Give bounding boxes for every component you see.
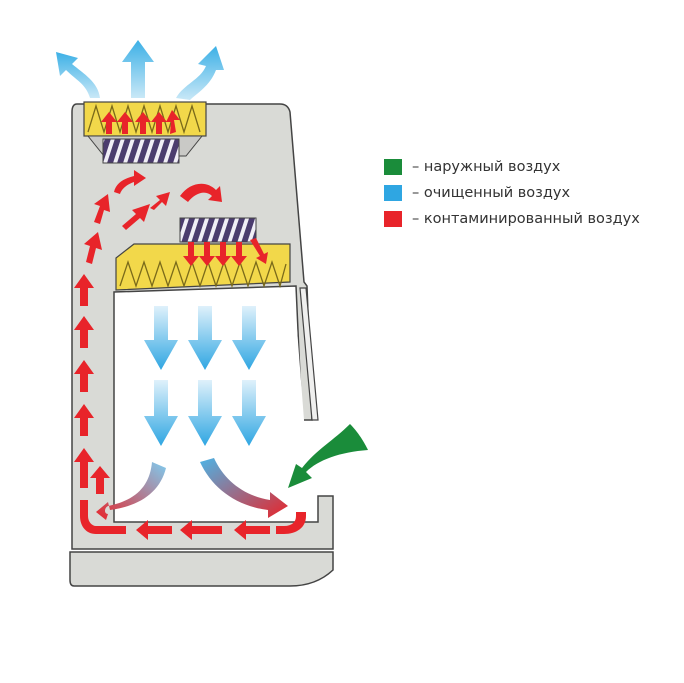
- green-swatch-icon: [384, 158, 402, 175]
- legend-item-contaminated-air: – контаминированный воздух: [384, 208, 640, 229]
- downflow-clean-air-arrows: [144, 306, 266, 446]
- mixed-air-arrow-left: [96, 462, 166, 520]
- legend-label: – контаминированный воздух: [412, 210, 640, 227]
- red-swatch-icon: [384, 210, 402, 227]
- legend-label: – очищенный воздух: [412, 184, 571, 201]
- legend-label: – наружный воздух: [412, 158, 561, 175]
- contaminated-air-arrows: [74, 110, 306, 540]
- blue-swatch-icon: [384, 184, 402, 201]
- legend: – наружный воздух – очищенный воздух – к…: [384, 156, 640, 234]
- exhaust-clean-air-arrows: [56, 40, 224, 100]
- supply-fan: [179, 217, 257, 243]
- mixed-air-arrow-right: [200, 458, 288, 518]
- legend-item-outside-air: – наружный воздух: [384, 156, 640, 177]
- legend-item-clean-air: – очищенный воздух: [384, 182, 640, 203]
- cabinet-base: [69, 551, 334, 587]
- exhaust-fan: [86, 135, 204, 164]
- supply-hepa-filter: [115, 243, 291, 291]
- front-sash: [299, 287, 319, 421]
- outside-air-arrow: [288, 424, 368, 488]
